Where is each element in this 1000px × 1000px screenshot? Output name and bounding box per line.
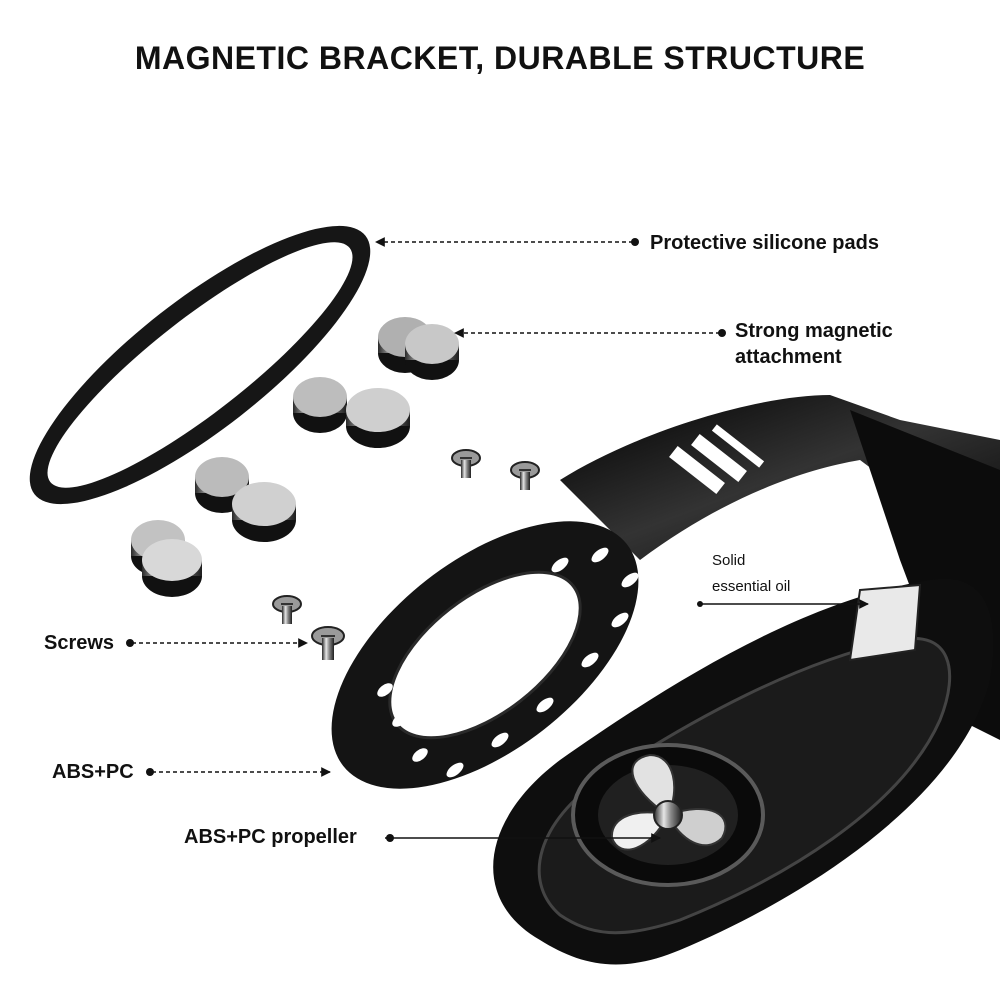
essential-oil-cartridge [848,583,922,662]
screw [451,449,481,478]
propeller [610,753,727,851]
callout-abs-pc: ABS+PC [52,761,134,783]
callout-screws: Screws [44,632,115,654]
magnet-disc [346,388,410,448]
callout-magnetic-line1: Strong magnetic [735,320,893,342]
screw [272,595,302,624]
magnet-disc [142,539,202,597]
fan-housing [493,578,994,965]
callout-magnetic-line2: attachment [735,346,842,368]
callout-propeller: ABS+PC propeller [184,826,357,848]
vent-holes [377,547,639,778]
callout-oil-line2: essential oil [712,578,791,595]
brand-logo-mark [669,424,765,494]
screw [311,626,345,660]
silicone-pad-ring [29,225,371,505]
magnet-disc [293,377,347,433]
callout-silicone-pads: Protective silicone pads [650,232,879,254]
page-title: MAGNETIC BRACKET, DURABLE STRUCTURE [134,40,866,76]
magnet-disc [232,482,296,542]
callout-oil-line1: Solid [712,552,746,569]
magnet-discs [131,317,459,597]
magnet-disc [405,324,459,380]
callout-leaders [132,237,869,843]
callout-dots [126,238,726,842]
screw [510,461,540,490]
screws [272,449,540,660]
